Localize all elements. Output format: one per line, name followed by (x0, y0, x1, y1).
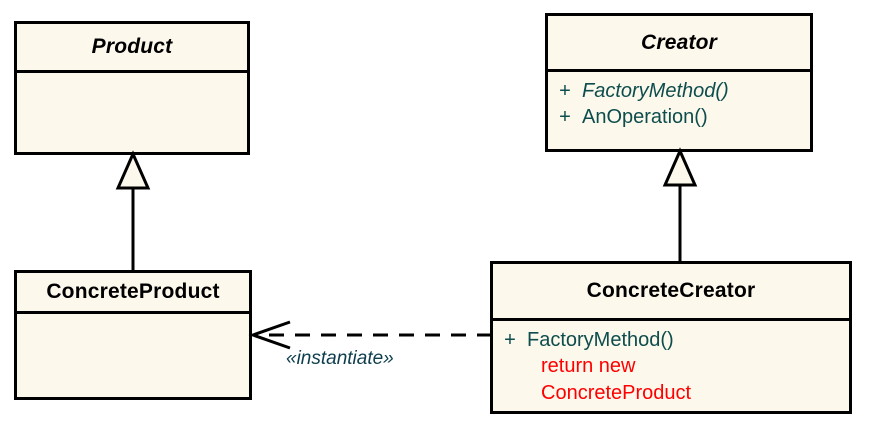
generalization-concretecreator-to-creator[interactable] (647, 147, 717, 267)
dependency-concretecreator-to-concreteproduct[interactable] (248, 320, 496, 352)
class-members-concretecreator: + FactoryMethod() return new ConcretePro… (493, 321, 849, 411)
class-title-creator: Creator (548, 16, 810, 72)
class-box-product[interactable]: Product (14, 21, 250, 155)
generalization-concreteproduct-to-product[interactable] (100, 150, 170, 275)
member-note-block: return new ConcreteProduct (493, 353, 849, 406)
class-title-concretecreator: ConcreteCreator (493, 264, 849, 321)
member-row: + FactoryMethod() (548, 78, 810, 104)
member-name: FactoryMethod() (527, 329, 674, 351)
class-title-concreteproduct: ConcreteProduct (17, 273, 249, 314)
member-row: + FactoryMethod() (493, 327, 849, 353)
class-members-product (17, 73, 247, 152)
class-title-product: Product (17, 24, 247, 73)
visibility-marker: + (559, 106, 571, 129)
generalization-arrow-icon (115, 150, 151, 272)
class-box-creator[interactable]: Creator + FactoryMethod() + AnOperation(… (545, 13, 813, 152)
stereotype-label-instantiate: «instantiate» (286, 348, 394, 369)
generalization-arrow-icon (662, 147, 698, 264)
class-members-concreteproduct (17, 314, 249, 397)
member-name: AnOperation() (582, 106, 708, 129)
member-name: FactoryMethod() (582, 80, 729, 102)
note-line: ConcreteProduct (541, 381, 692, 404)
class-members-creator: + FactoryMethod() + AnOperation() (548, 72, 810, 149)
note-line: return new (541, 355, 636, 378)
class-box-concretecreator[interactable]: ConcreteCreator + FactoryMethod() return… (490, 261, 852, 414)
class-box-concreteproduct[interactable]: ConcreteProduct (14, 270, 252, 400)
visibility-marker: + (504, 329, 516, 351)
member-row: + AnOperation() (548, 104, 810, 130)
visibility-marker: + (559, 80, 571, 102)
dependency-arrow-icon (248, 320, 492, 350)
